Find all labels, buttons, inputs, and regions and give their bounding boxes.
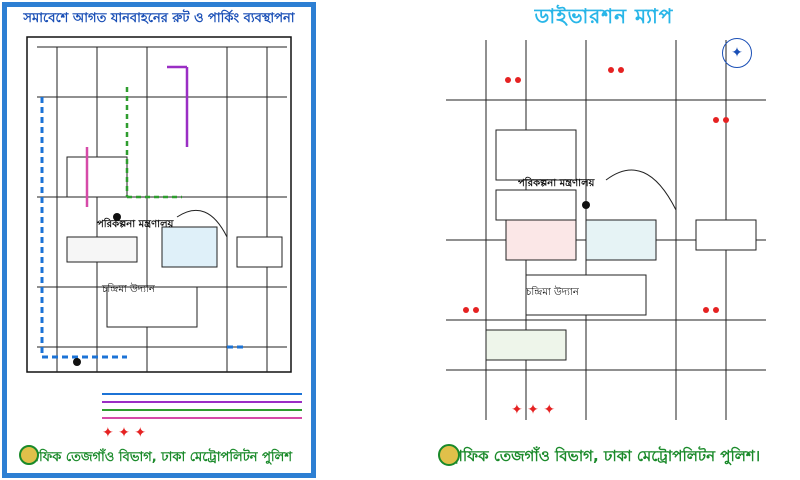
- left-map-title: সমাবেশে আগত যানবাহনের রুট ও পার্কিং ব্যব…: [23, 11, 295, 26]
- right-chandrima-label: চন্দ্রিমা উদ্যান: [526, 287, 579, 298]
- left-chandrima-label: চন্দ্রিমা উদ্যান: [102, 284, 155, 295]
- legend-diversion-markers-right: ✦ ✦ ✦: [511, 402, 556, 418]
- compass-rose-icon: ✦: [722, 38, 752, 68]
- left-sochibaloy-label: পরিকল্পনা মন্ত্রণালয়: [97, 219, 174, 230]
- legend-line-green: [102, 409, 302, 411]
- police-logo-right: [438, 444, 460, 466]
- legend-line-blue: [102, 393, 302, 395]
- legend-line-purple: [102, 401, 302, 403]
- left-road-map: [26, 36, 292, 373]
- right-footer: ট্রাফিক তেজগাঁও বিভাগ, ঢাকা মেট্রোপলিটন …: [447, 447, 761, 465]
- right-road-map: [446, 40, 766, 420]
- legend-line-pink: [102, 417, 302, 419]
- left-footer: ট্রাফিক তেজগাঁও বিভাগ, ঢাকা মেট্রোপলিটন …: [25, 450, 293, 465]
- right-sochibaloy-label: পরিকল্পনা মন্ত্রণালয়: [518, 178, 595, 189]
- right-map-panel: ডাইভারশন ম্যাপ চন্দ্রিমা উদ্যান পরিকল্পন…: [426, 0, 782, 480]
- legend-diversion-markers: ✦ ✦ ✦: [102, 425, 147, 441]
- left-map-panel: সমাবেশে আগত যানবাহনের রুট ও পার্কিং ব্যব…: [2, 2, 316, 478]
- left-legend: ✦ ✦ ✦: [102, 387, 302, 441]
- right-map-title: ডাইভারশন ম্যাপ: [534, 4, 674, 28]
- police-logo-left: [19, 445, 39, 465]
